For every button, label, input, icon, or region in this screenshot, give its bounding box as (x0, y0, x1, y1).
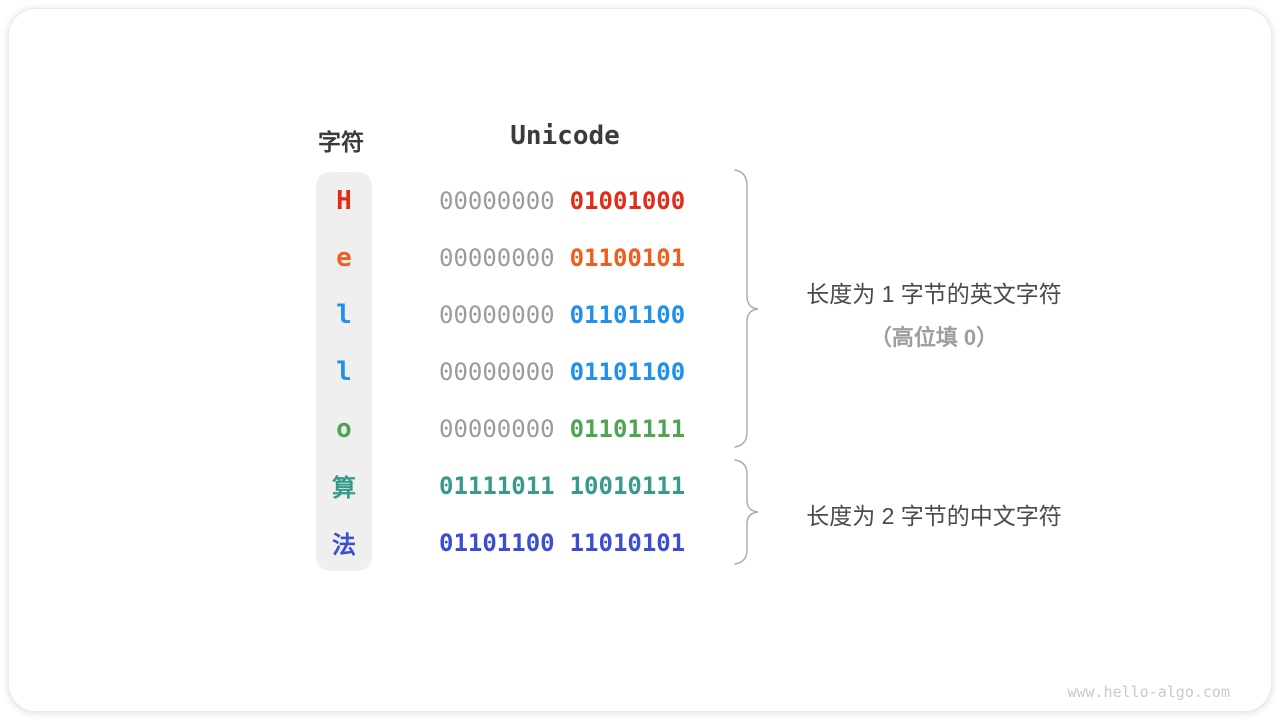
low-byte: 01101100 (569, 300, 686, 329)
low-byte: 11010101 (569, 528, 686, 557)
high-byte: 00000000 (439, 300, 555, 329)
char-cell: e (336, 242, 352, 273)
table-row: 法 01101100 11010101 (9, 514, 1280, 571)
annotation-chinese-chars: 长度为 2 字节的中文字符 (767, 497, 1101, 531)
low-byte: 01100101 (569, 243, 686, 272)
char-cell: l (336, 299, 352, 330)
high-byte: 01101100 (439, 528, 555, 557)
unicode-binary-cell: 00000000 01101100 (439, 343, 685, 400)
table-row: o 00000000 01101111 (9, 400, 1280, 457)
high-byte: 01111011 (439, 471, 555, 500)
low-byte: 10010111 (569, 471, 686, 500)
unicode-binary-cell: 00000000 01100101 (439, 229, 685, 286)
table-row: e 00000000 01100101 (9, 229, 1280, 286)
unicode-binary-cell: 00000000 01101111 (439, 400, 685, 457)
char-cell: 算 (332, 475, 356, 502)
table-row: l 00000000 01101100 (9, 343, 1280, 400)
annotation-english-chars: 长度为 1 字节的英文字符 （高位填 0） (767, 275, 1101, 352)
char-column-background (316, 172, 372, 571)
char-cell: l (336, 356, 352, 387)
high-byte: 00000000 (439, 414, 555, 443)
figure-card: 字符 Unicode H 00000000 01001000 e 00000000 011… (8, 8, 1272, 712)
unicode-binary-cell: 01111011 10010111 (439, 457, 685, 514)
low-byte: 01101111 (569, 414, 686, 443)
char-column-header: 字符 (318, 129, 364, 155)
table-row: H 00000000 01001000 (9, 172, 1280, 229)
annotation-english-line2: （高位填 0） (869, 325, 999, 350)
low-byte: 01101100 (569, 357, 686, 386)
table-row: l 00000000 01101100 (9, 286, 1280, 343)
table-row: 算 01111011 10010111 (9, 457, 1280, 514)
unicode-binary-cell: 01101100 11010101 (439, 514, 685, 571)
char-cell: 法 (332, 532, 356, 559)
low-byte: 01001000 (569, 186, 686, 215)
watermark-url: www.hello-algo.com (1067, 683, 1230, 701)
unicode-column-header: Unicode (510, 121, 620, 151)
high-byte: 00000000 (439, 243, 555, 272)
char-cell: o (336, 413, 352, 444)
annotation-english-line1: 长度为 1 字节的英文字符 (806, 281, 1062, 307)
annotation-chinese-line1: 长度为 2 字节的中文字符 (806, 503, 1062, 529)
char-cell: H (336, 185, 352, 216)
high-byte: 00000000 (439, 357, 555, 386)
high-byte: 00000000 (439, 186, 555, 215)
unicode-binary-cell: 00000000 01001000 (439, 172, 685, 229)
unicode-binary-cell: 00000000 01101100 (439, 286, 685, 343)
